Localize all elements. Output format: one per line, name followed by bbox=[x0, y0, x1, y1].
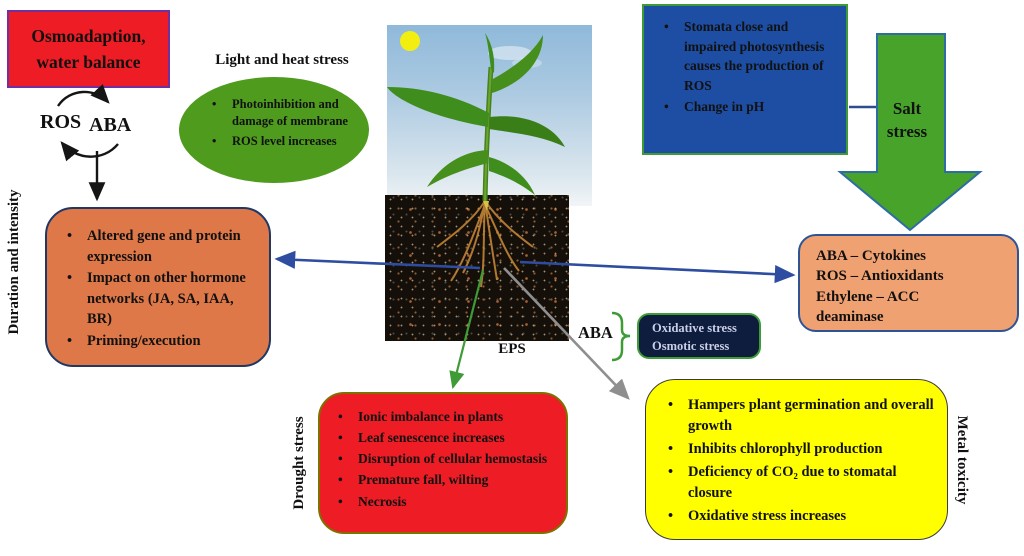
red-box-bullet: Premature fall, wilting bbox=[338, 470, 560, 489]
salt-stress-label: Salt stress bbox=[886, 99, 928, 141]
drought-stress-box: Ionic imbalance in plants Leaf senescenc… bbox=[318, 392, 568, 534]
cycle-arrow-top bbox=[57, 83, 110, 107]
metal-toxicity-box: Hampers plant germination and overall gr… bbox=[645, 379, 948, 540]
aba-mid-label: ABA bbox=[578, 323, 613, 342]
red-box-bullet: Ionic imbalance in plants bbox=[338, 407, 560, 426]
ros-label: ROS bbox=[40, 111, 82, 133]
yellow-box-bullet: Hampers plant germination and overall gr… bbox=[668, 395, 938, 437]
oxidative-osmotic-box: Oxidative stress Osmotic stress bbox=[637, 313, 761, 359]
osmoadaption-box: Osmoadaption, water balance bbox=[7, 10, 170, 88]
leaves bbox=[387, 33, 565, 195]
osmo-line-1: Osmoadaption, bbox=[31, 25, 146, 46]
yellow-box-bullet: Deficiency of CO₂ due to stomatal closur… bbox=[668, 462, 938, 504]
dark-box-line: Oxidative stress bbox=[652, 321, 737, 335]
sun-icon bbox=[400, 31, 420, 51]
red-box-bullet: Necrosis bbox=[338, 492, 560, 511]
eps-label: EPS bbox=[498, 341, 526, 357]
light-heat-stress-ellipse: Photoinhibition and damage of membrane R… bbox=[179, 77, 369, 183]
yellow-box-bullet: Oxidative stress increases bbox=[668, 506, 938, 527]
left-orange-bullet: Priming/execution bbox=[67, 331, 247, 352]
stomata-box: Stomata close and impaired photosynthesi… bbox=[642, 4, 848, 155]
ellipse-bullet: ROS level increases bbox=[212, 133, 352, 151]
aba-label: ABA bbox=[89, 114, 132, 136]
right-orange-line: Ethylene – ACC deaminase bbox=[816, 288, 920, 326]
light-heat-stress-title: Light and heat stress bbox=[215, 52, 349, 68]
left-orange-bullet: Impact on other hormone networks (JA, SA… bbox=[67, 268, 247, 330]
duration-intensity-label: Duration and intensity bbox=[6, 189, 22, 335]
drought-stress-label: Drought stress bbox=[291, 416, 307, 510]
corn-seedling-illustration bbox=[387, 31, 565, 288]
right-orange-line: ABA – Cytokines bbox=[816, 248, 927, 264]
gene-expression-box: Altered gene and protein expression Impa… bbox=[45, 207, 271, 367]
right-orange-line: ROS – Antioxidants bbox=[816, 268, 944, 285]
stem-highlight bbox=[484, 66, 492, 202]
cycle-arrow-bottom bbox=[60, 141, 119, 162]
cloud bbox=[488, 46, 532, 60]
roots bbox=[436, 200, 534, 288]
metal-toxicity-label: Metal toxicity bbox=[954, 415, 970, 505]
stem-base bbox=[483, 201, 489, 211]
blue-box-bullet: Change in pH bbox=[664, 97, 840, 117]
ellipse-bullet: Photoinhibition and damage of membrane bbox=[212, 96, 352, 131]
red-box-bullet: Disruption of cellular hemostasis bbox=[338, 449, 560, 468]
left-orange-bullet: Altered gene and protein expression bbox=[67, 226, 247, 267]
red-box-bullet: Leaf senescence increases bbox=[338, 428, 560, 447]
yellow-box-bullet: Inhibits chlorophyll production bbox=[668, 439, 938, 460]
osmo-line-2: water balance bbox=[36, 52, 141, 72]
hormone-antagonist-box: ABA – Cytokines ROS – Antioxidants Ethyl… bbox=[798, 234, 1019, 332]
dark-box-line: Osmotic stress bbox=[652, 339, 730, 354]
plant-photo bbox=[385, 25, 592, 341]
blue-box-bullet: Stomata close and impaired photosynthesi… bbox=[664, 17, 840, 95]
